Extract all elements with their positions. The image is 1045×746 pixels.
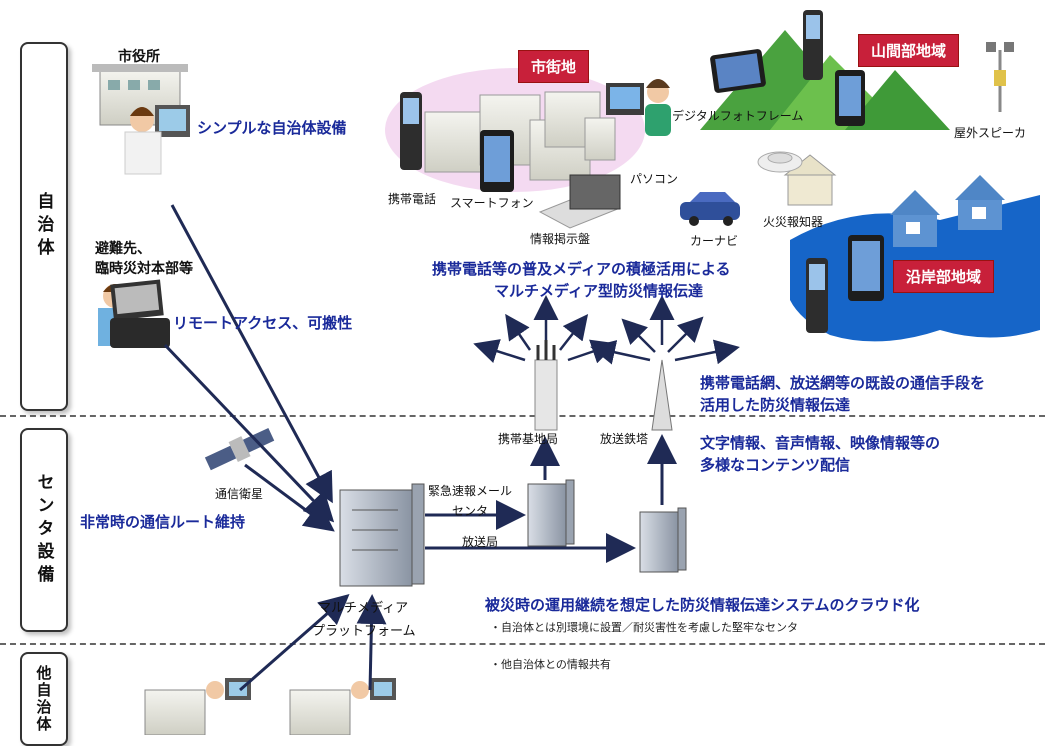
region-tag-coastal: 沿岸部地域: [893, 260, 995, 293]
alert-mail-server-icon: [527, 479, 575, 547]
alert-mail-label-line1: 緊急速報メール: [428, 484, 513, 498]
media-headline: 携帯電話等の普及メディアの積極活用による マルチメディア型防災情報伝達: [432, 258, 792, 302]
section-local-gov: 自治体: [20, 42, 68, 411]
fire-alarm-label: 火災報知器: [763, 215, 824, 229]
cloud-bullet-1: ・自治体とは別環境に設置／耐災害性を考慮した堅牢なセンタ: [490, 621, 798, 634]
other-gov-building-icon: [144, 678, 396, 735]
content-note: 文字情報、音声情報、映像情報等の 多様なコンテンツ配信: [700, 432, 940, 476]
divider-bottom: [0, 643, 1045, 645]
broadcaster-label: 放送局: [462, 535, 499, 549]
evacuation-label-line2: 臨時災対本部等: [95, 261, 193, 277]
simple-equipment-label: シンプルな自治体設備: [197, 119, 347, 137]
signage-label: 情報掲示盤: [530, 232, 591, 246]
broadcast-tower-icon: [651, 359, 673, 431]
city-hall-label: 市役所: [118, 49, 160, 65]
network-note-line2: 活用した防災情報伝達: [700, 396, 851, 414]
car-icon: [680, 192, 740, 226]
satellite-icon: [204, 427, 275, 471]
base-station-label: 携帯基地局: [498, 432, 559, 446]
car-navi-label: カーナビ: [690, 234, 739, 248]
section-center-label: センタ設備: [33, 472, 54, 588]
network-note: 携帯電話網、放送網等の既設の通信手段を 活用した防災情報伝達: [700, 372, 985, 416]
satellite-label: 通信衛星: [215, 487, 264, 501]
smartphone-label: スマートフォン: [450, 196, 534, 210]
remote-access-label: リモートアクセス、可搬性: [173, 314, 353, 332]
house-icon: [783, 154, 837, 206]
digital-frame-icon: [710, 49, 766, 93]
cloud-bullet-2: ・他自治体との情報共有: [490, 658, 611, 671]
platform-label-line1: マルチメディア: [318, 601, 409, 616]
alert-mail-label-line2: センタ: [452, 504, 489, 518]
outdoor-speaker-label: 屋外スピーカ: [954, 126, 1027, 140]
remote-worker-icon: [98, 279, 170, 348]
section-local-gov-label: 自治体: [33, 192, 54, 261]
mobile-phone-icon: [400, 10, 828, 333]
section-center: センタ設備: [20, 428, 68, 632]
cloud-title: 被災時の運用継続を想定した防災情報伝達システムのクラウド化: [485, 596, 920, 614]
smartphone-icon: [480, 70, 884, 301]
digital-frame-label: デジタルフォトフレーム: [672, 109, 804, 123]
pc-label: パソコン: [630, 172, 679, 186]
divider-top: [0, 415, 1045, 417]
city-hall-worker-icon: [124, 105, 190, 175]
network-note-line1: 携帯電話網、放送網等の既設の通信手段を: [700, 374, 986, 392]
broadcast-tower-label: 放送鉄塔: [600, 432, 649, 446]
evacuation-label-line1: 避難先、: [95, 241, 151, 257]
media-headline-line1: 携帯電話等の普及メディアの積極活用による: [432, 260, 731, 278]
platform-label-line2: プラットフォーム: [312, 624, 416, 639]
coastal-houses-icon: [890, 175, 1005, 247]
broadcast-rays: [473, 295, 740, 365]
broadcaster-server-icon: [639, 507, 687, 573]
emergency-route-label: 非常時の通信ルート維持: [80, 513, 246, 531]
pc-user-icon: [606, 79, 671, 136]
content-note-line2: 多様なコンテンツ配信: [700, 456, 851, 474]
media-headline-line2: マルチメディア型防災情報伝達: [494, 282, 703, 300]
section-other-gov-label: 他自治体: [34, 665, 53, 733]
content-note-line1: 文字情報、音声情報、映像情報等の: [700, 434, 941, 452]
base-station-icon: [534, 340, 558, 431]
signage-icon: [538, 174, 622, 229]
region-tag-mountain: 山間部地域: [858, 34, 960, 67]
flow-arrows: [163, 204, 677, 692]
mobile-phone-label: 携帯電話: [388, 192, 437, 206]
platform-server-icon: [339, 483, 425, 587]
region-tag-urban: 市街地: [518, 50, 590, 83]
fire-alarm-icon: [757, 151, 803, 173]
outdoor-speaker-icon: [986, 42, 1014, 112]
